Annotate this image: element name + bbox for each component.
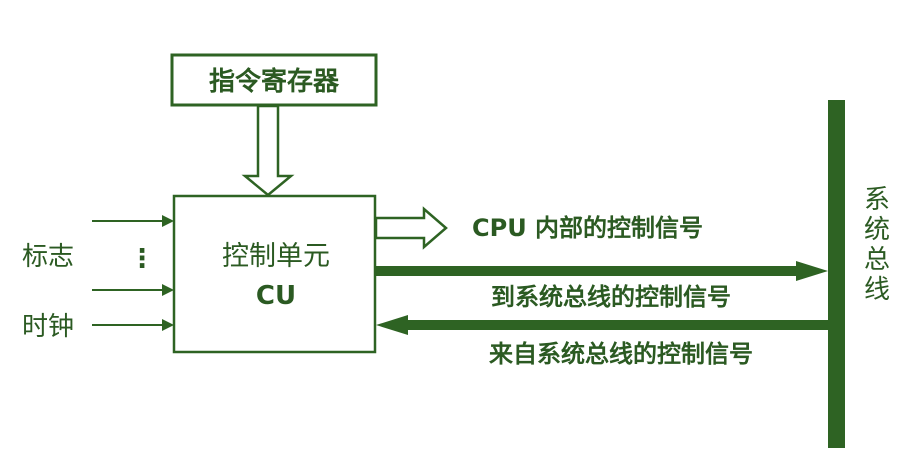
clock-label: 时钟 <box>22 312 74 342</box>
flags-label: 标志 <box>22 242 74 272</box>
control-unit-box <box>172 194 377 354</box>
system-bus-label-char-1: 系 <box>864 185 890 215</box>
flag-input-arrowhead-1 <box>162 215 174 227</box>
cpu-internal-signal-label: CPU 内部的控制信号 <box>472 214 703 242</box>
control-unit: 控制单元 CU <box>172 194 377 354</box>
flag-input-arrowhead-2 <box>162 284 174 296</box>
from-bus-arrowhead <box>376 315 408 335</box>
system-bus-label-char-3: 总 <box>864 245 890 275</box>
system-bus-label-char-2: 统 <box>864 215 890 245</box>
instruction-register: 指令寄存器 <box>170 53 378 107</box>
to-bus-arrowhead <box>796 261 828 281</box>
input-ellipsis: ⋮ <box>129 244 155 274</box>
ir-to-cu-hollow-arrow <box>241 104 295 197</box>
clock-input-arrowhead <box>162 319 174 331</box>
system-bus-label-char-4: 线 <box>864 275 890 305</box>
to-bus-signal-label: 到系统总线的控制信号 <box>491 283 731 311</box>
to-bus-arrow-shaft <box>376 266 800 276</box>
control-unit-label: 控制单元 <box>222 241 330 272</box>
instruction-register-label: 指令寄存器 <box>209 66 340 97</box>
system-bus-bar <box>828 100 845 448</box>
input-arrows <box>92 215 174 331</box>
from-bus-arrow-shaft <box>404 320 828 330</box>
system-bus-label: 系 统 总 线 <box>864 185 890 305</box>
cpu-internal-signal-hollow-arrow <box>374 206 448 250</box>
control-unit-cu-label: CU <box>256 281 296 311</box>
from-bus-signal-label: 来自系统总线的控制信号 <box>489 340 753 368</box>
